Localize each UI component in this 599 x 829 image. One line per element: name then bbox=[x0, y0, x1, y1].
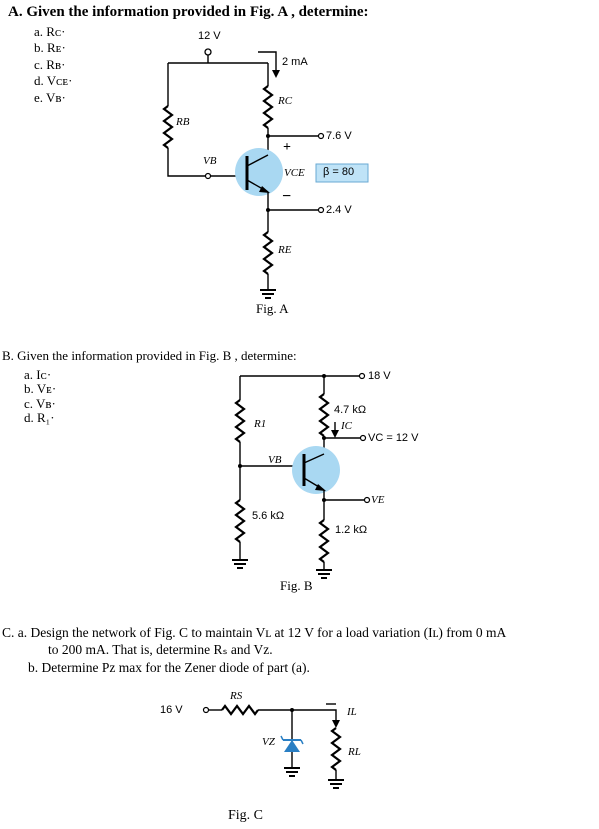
fig-a-rb-resistor bbox=[162, 105, 174, 149]
part-b-item-b: b. Vᴇ· bbox=[24, 381, 57, 396]
fig-b-ground-right-icon bbox=[316, 569, 332, 579]
fig-c-caption: Fig. C bbox=[228, 808, 264, 823]
part-a-item-a: a. Rᴄ· bbox=[34, 24, 66, 39]
fig-a-caption: Fig. A bbox=[256, 301, 289, 316]
fig-a-rb-wire bbox=[167, 148, 206, 177]
fig-b-re-label: 1.2 kΩ bbox=[335, 524, 368, 536]
fig-b-r1-label: R1 bbox=[254, 418, 267, 430]
part-b-item-c: c. Vʙ· bbox=[24, 396, 56, 411]
part-c-line-1: C. a. Design the network of Fig. C to ma… bbox=[2, 625, 507, 640]
part-b-item-a: a. Iᴄ· bbox=[24, 367, 52, 382]
fig-b-ic-label: IC bbox=[341, 420, 352, 432]
fig-c-rl-label: RL bbox=[348, 746, 361, 758]
fig-c-rs-label: RS bbox=[230, 690, 243, 702]
fig-a-current-label: 2 mA bbox=[282, 56, 308, 68]
fig-b-r2-resistor bbox=[234, 499, 246, 543]
part-a-item-e: e. Vʙ· bbox=[34, 90, 66, 105]
fig-a-vb-label: VB bbox=[203, 155, 217, 167]
part-b-item-d: d. R₁· bbox=[24, 410, 55, 425]
fig-c-zener-diode bbox=[284, 740, 300, 752]
fig-a-vc-label: 7.6 V bbox=[326, 130, 352, 142]
fig-c-ground-load-icon bbox=[328, 779, 344, 789]
part-a-item-c: c. Rʙ· bbox=[34, 57, 66, 72]
part-a-item-b: b. Rᴇ· bbox=[34, 40, 66, 55]
fig-b-vb-label: VB bbox=[268, 454, 282, 466]
fig-c-ground-zener-icon bbox=[284, 767, 300, 777]
part-c-line-2: to 200 mA. That is, determine Rₛ and Vz. bbox=[48, 642, 273, 657]
fig-c-vin-label: 16 V bbox=[160, 704, 183, 716]
fig-a-beta-box bbox=[315, 163, 369, 183]
fig-c-vz-label: VZ bbox=[262, 736, 275, 748]
fig-a-vce-label: VCE bbox=[284, 167, 305, 179]
part-a-item-d: d. Vᴄᴇ· bbox=[34, 73, 73, 88]
part-a-title: A. Given the information provided in Fig… bbox=[8, 4, 369, 20]
fig-a-ve-label: 2.4 V bbox=[326, 204, 352, 216]
fig-a-supply-label: 12 V bbox=[198, 30, 221, 42]
fig-b-ve-label: VE bbox=[371, 494, 385, 506]
fig-b-vc-label: VC = 12 V bbox=[368, 432, 419, 444]
fig-c-rl-resistor bbox=[330, 727, 342, 771]
part-c-line-3: b. Determine Pz max for the Zener diode … bbox=[28, 660, 310, 675]
fig-a-rc-label: RC bbox=[278, 95, 293, 107]
fig-c-rs-resistor bbox=[221, 704, 259, 716]
fig-b-ground-left-icon bbox=[232, 559, 248, 569]
fig-a-rc-resistor bbox=[262, 85, 274, 129]
fig-b-r1-resistor bbox=[234, 399, 246, 443]
fig-a-ground-icon bbox=[260, 289, 276, 299]
fig-b-supply-label: 18 V bbox=[368, 370, 391, 382]
fig-a-beta-label: β = 80 bbox=[323, 166, 355, 178]
fig-a-plus-sign: + bbox=[283, 140, 291, 155]
fig-a-current-arrow bbox=[258, 51, 277, 74]
fig-a-re-label: RE bbox=[278, 244, 292, 256]
fig-b-caption: Fig. B bbox=[280, 578, 313, 593]
fig-b-rc-label: 4.7 kΩ bbox=[334, 404, 367, 416]
fig-b-rc-resistor bbox=[318, 393, 330, 437]
fig-a-minus-sign: − bbox=[282, 188, 292, 205]
fig-a-re-resistor bbox=[262, 231, 274, 275]
part-b-title: B. Given the information provided in Fig… bbox=[2, 348, 297, 363]
fig-b-r2-label: 5.6 kΩ bbox=[252, 510, 285, 522]
fig-c-il-label: IL bbox=[347, 706, 357, 718]
fig-a-top-wire bbox=[167, 55, 269, 106]
fig-b-re-resistor bbox=[318, 519, 330, 563]
fig-a-rb-label: RB bbox=[176, 116, 190, 128]
